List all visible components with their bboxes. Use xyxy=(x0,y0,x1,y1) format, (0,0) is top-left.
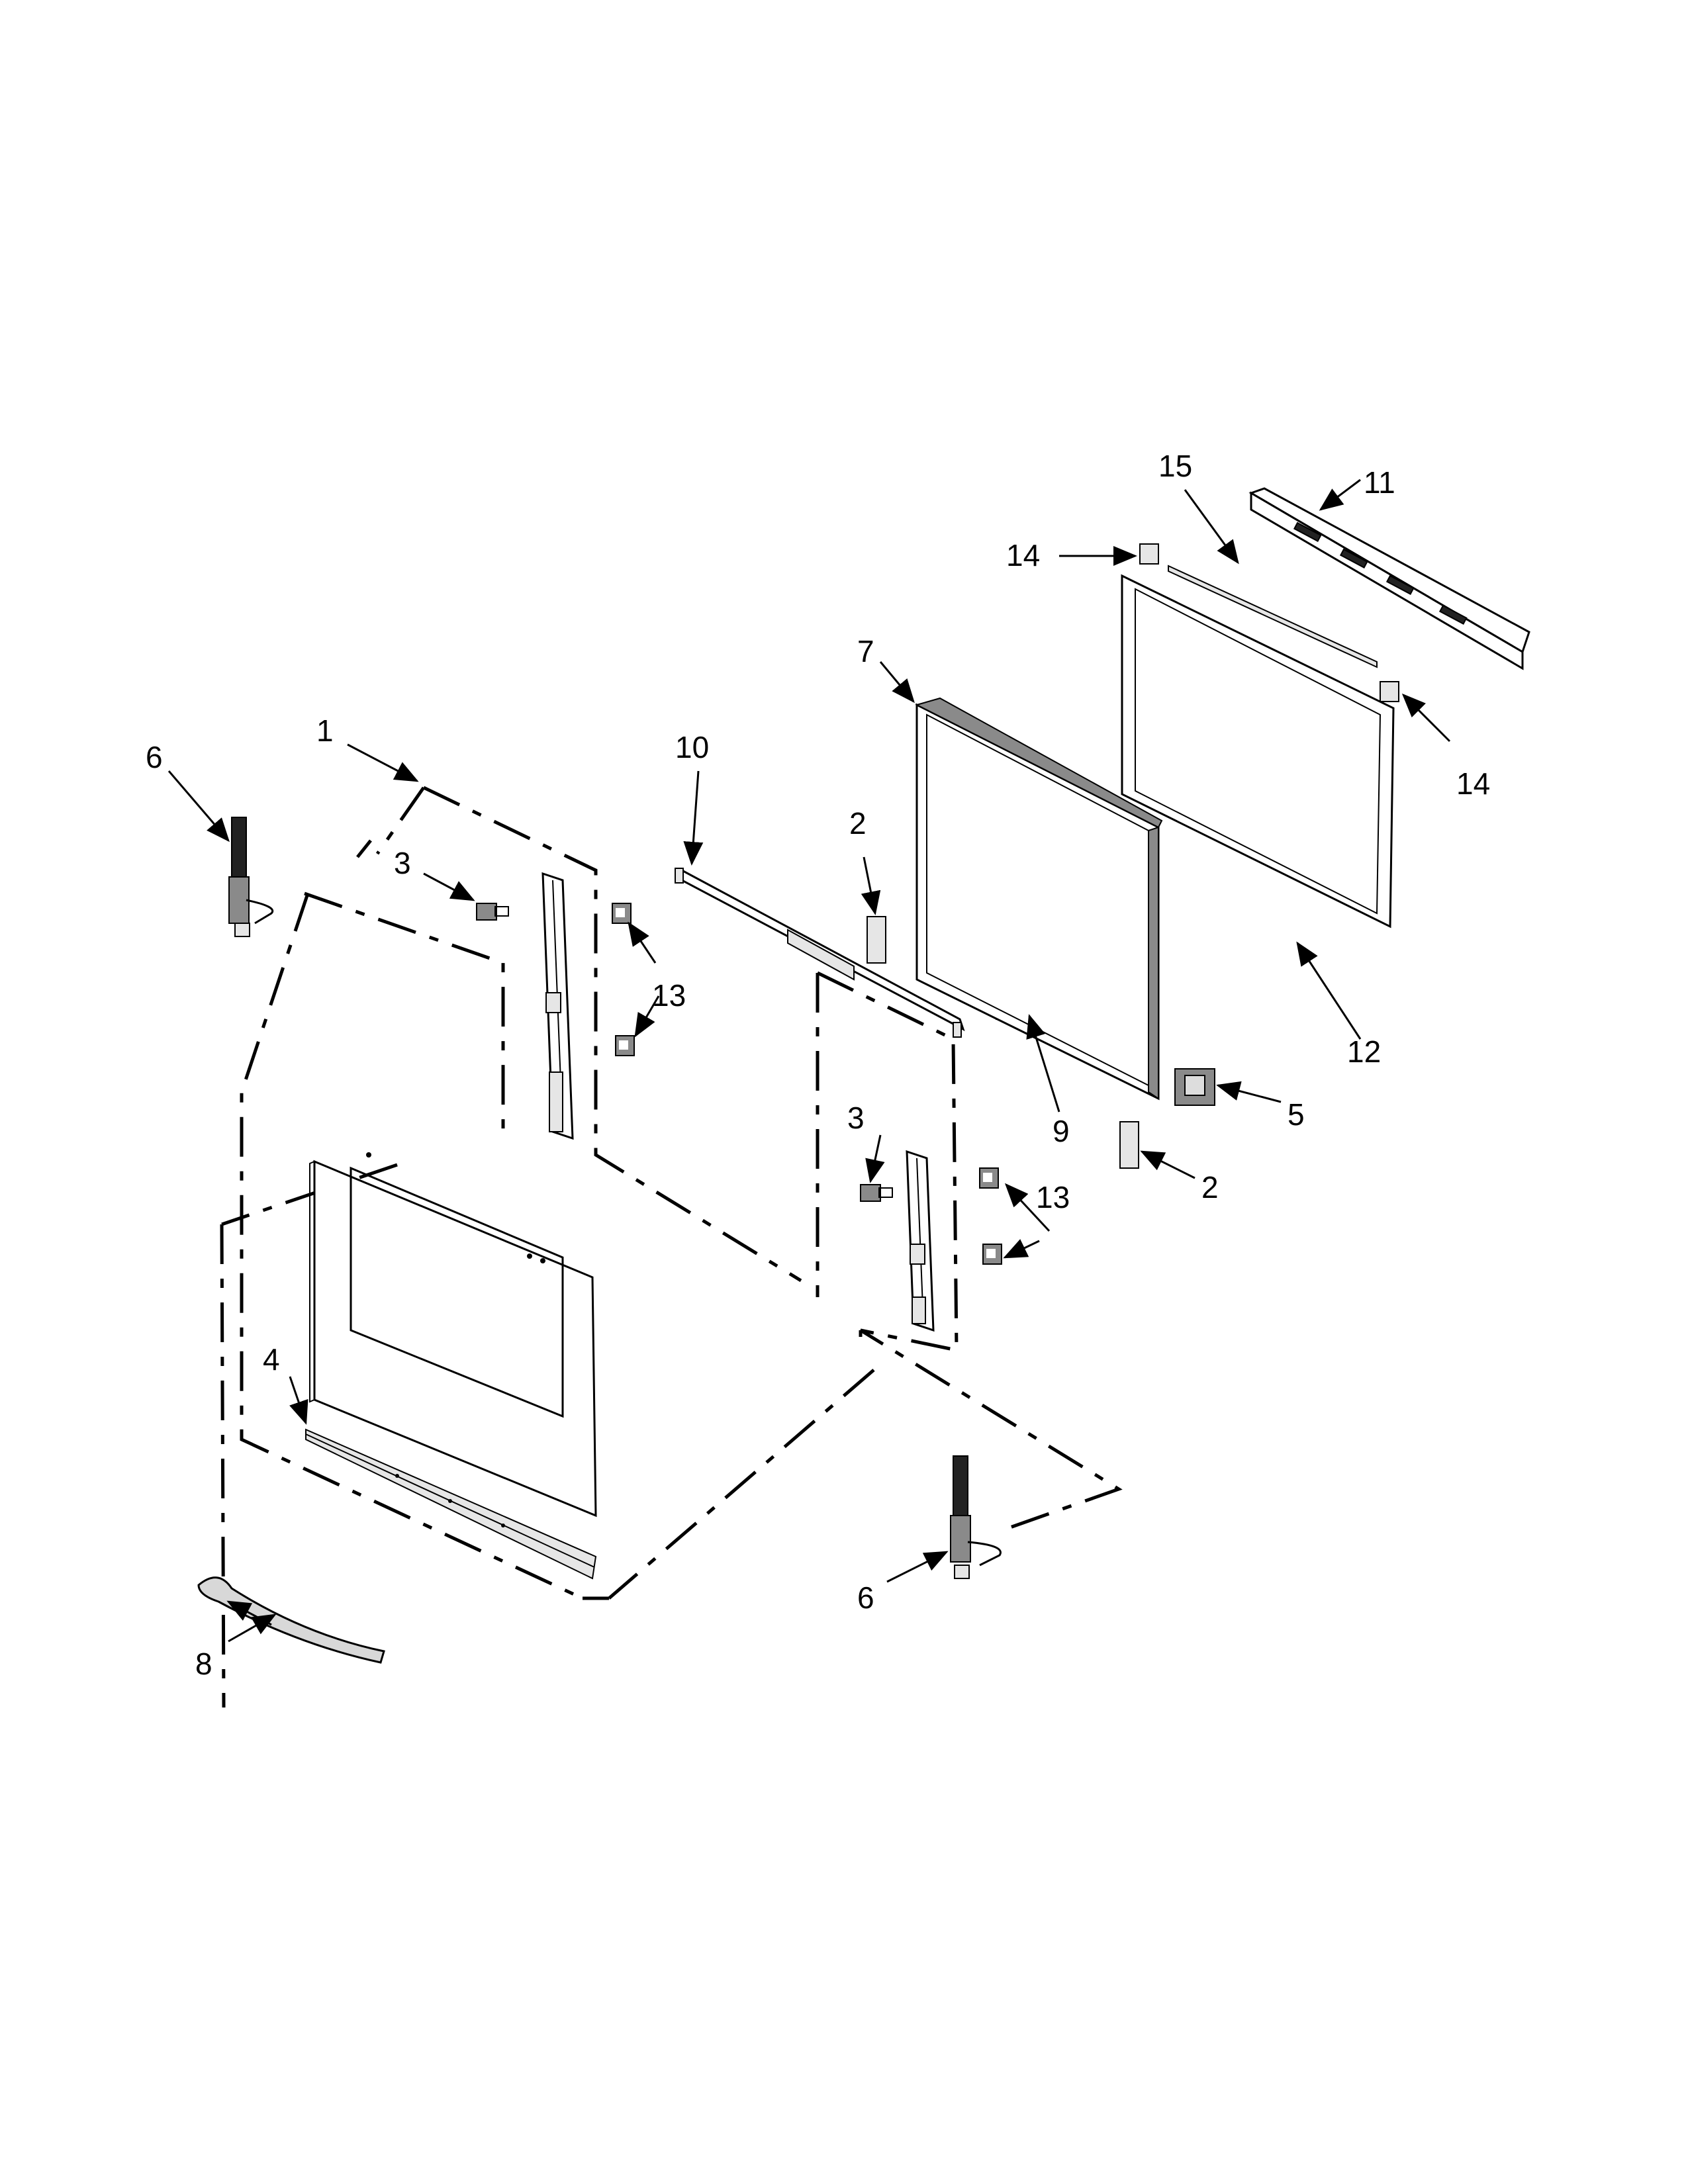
spacer-14-right xyxy=(1380,681,1399,702)
callout-2b: 2 xyxy=(1201,1170,1219,1205)
callout-14a: 14 xyxy=(1006,538,1040,572)
callout-8: 8 xyxy=(195,1647,212,1681)
screw-left xyxy=(476,903,509,921)
outer-door-panel xyxy=(309,1152,597,1518)
clip-2 xyxy=(615,1035,635,1056)
assembly-dashed-outlines xyxy=(220,786,1123,1708)
door-handle xyxy=(197,1576,385,1664)
inner-glass-frame xyxy=(915,697,1163,1101)
seal-strip xyxy=(1168,565,1378,668)
hinge-right xyxy=(950,1455,1002,1579)
callout-6b: 6 xyxy=(857,1580,874,1615)
callout-13a: 13 xyxy=(652,978,686,1013)
bottom-bracket xyxy=(675,868,965,1038)
callout-11: 11 xyxy=(1364,465,1395,500)
outer-glass xyxy=(1121,574,1395,929)
callout-12: 12 xyxy=(1347,1034,1381,1069)
clip-3 xyxy=(979,1167,999,1189)
callout-9: 9 xyxy=(1053,1114,1070,1148)
callout-10: 10 xyxy=(675,730,709,764)
bottom-door-trim xyxy=(305,1428,597,1580)
hinge-left xyxy=(228,817,274,937)
callout-leaders xyxy=(167,478,1451,1643)
clip-1 xyxy=(612,903,632,924)
callout-2a: 2 xyxy=(849,806,867,841)
callout-3a: 3 xyxy=(394,846,411,880)
callout-5: 5 xyxy=(1288,1097,1305,1132)
pad-2-upper xyxy=(867,916,886,964)
callout-6a: 6 xyxy=(146,740,163,774)
hinge-channel-left xyxy=(541,872,574,1140)
pad-2-lower xyxy=(1119,1121,1139,1169)
clip-4 xyxy=(982,1244,1002,1265)
callout-4: 4 xyxy=(263,1342,280,1377)
hinge-channel-right xyxy=(906,1150,935,1332)
latch xyxy=(1174,1068,1215,1106)
callout-1: 1 xyxy=(316,713,334,748)
spacer-14-left xyxy=(1139,543,1159,565)
callout-13b: 13 xyxy=(1036,1180,1070,1214)
top-vent-trim xyxy=(1248,487,1530,670)
callout-3b: 3 xyxy=(847,1101,865,1135)
callout-15: 15 xyxy=(1158,449,1192,483)
callout-labels: 1 2 2 3 3 4 5 6 6 7 8 9 10 11 12 13 13 1… xyxy=(146,449,1490,1681)
callout-14b: 14 xyxy=(1456,766,1490,801)
callout-7: 7 xyxy=(857,634,874,668)
screw-right xyxy=(860,1184,893,1202)
